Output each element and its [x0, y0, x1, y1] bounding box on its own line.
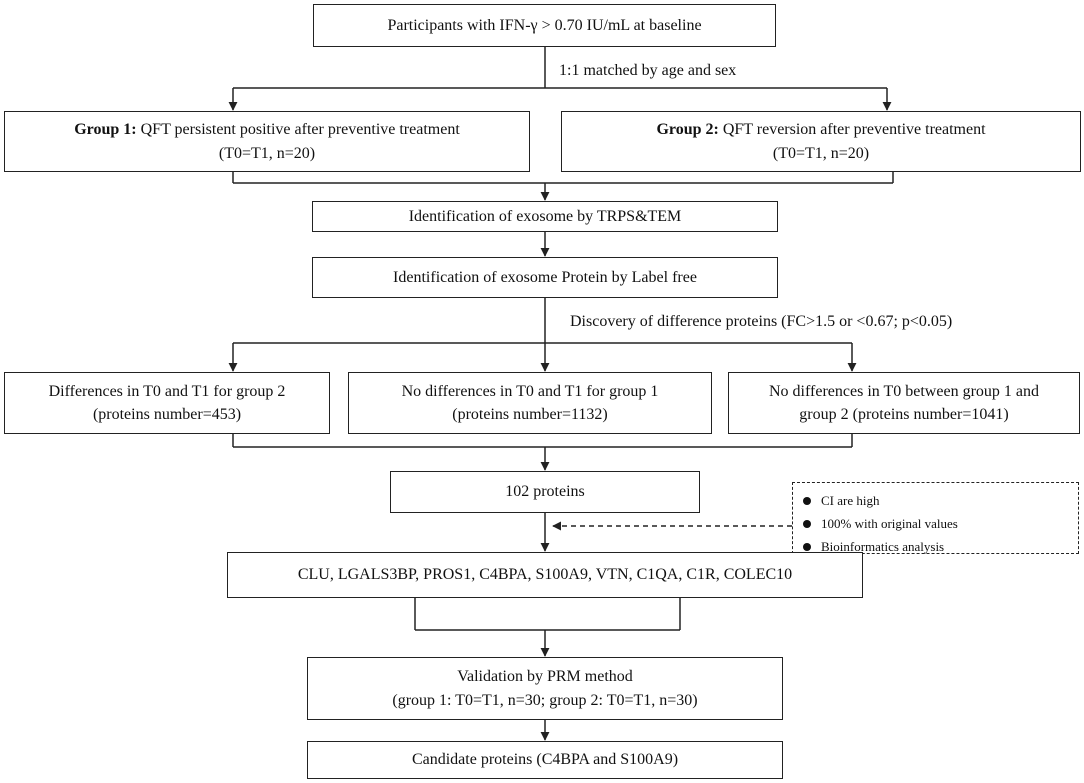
- criterion-item: 100% with original values: [803, 512, 1078, 535]
- exosome-identification-text: Identification of exosome by TRPS&TEM: [408, 207, 682, 225]
- criteria-box: CI are high 100% with original values Bi…: [792, 482, 1079, 554]
- comparison-box-1: Differences in T0 and T1 for group 2 (pr…: [4, 372, 330, 434]
- comparison-box-2: No differences in T0 and T1 for group 1 …: [348, 372, 712, 434]
- validation-line2: (group 1: T0=T1, n=30; group 2: T0=T1, n…: [392, 691, 698, 709]
- exosome-identification-box: Identification of exosome by TRPS&TEM: [312, 201, 778, 232]
- protein-identification-text: Identification of exosome Protein by Lab…: [393, 268, 697, 286]
- criterion-item: CI are high: [803, 489, 1078, 512]
- group1-label: Group 1:: [74, 121, 137, 139]
- baseline-text: Participants with IFN-γ > 0.70 IU/mL at …: [387, 16, 702, 34]
- shortlist-text: CLU, LGALS3BP, PROS1, C4BPA, S100A9, VTN…: [297, 566, 793, 584]
- validation-line1: Validation by PRM method: [457, 668, 633, 686]
- bullet-icon: [803, 519, 811, 528]
- overlap-text: 102 proteins: [505, 483, 585, 501]
- group1-desc: QFT persistent positive after preventive…: [136, 121, 460, 139]
- baseline-box: Participants with IFN-γ > 0.70 IU/mL at …: [313, 4, 776, 47]
- group2-n: (T0=T1, n=20): [772, 144, 870, 162]
- matching-label: 1:1 matched by age and sex: [559, 62, 737, 79]
- validation-box: Validation by PRM method (group 1: T0=T1…: [307, 657, 783, 720]
- discovery-label: Discovery of difference proteins (FC>1.5…: [570, 313, 953, 330]
- comparison-1-line2: (proteins number=453): [92, 406, 242, 423]
- bullet-icon: [803, 542, 811, 551]
- comparison-3-line1: No differences in T0 between group 1 and: [769, 382, 1039, 400]
- protein-identification-box: Identification of exosome Protein by Lab…: [312, 257, 778, 298]
- group2-box: Group 2: QFT reversion after preventive …: [561, 111, 1081, 172]
- group1-box: Group 1: QFT persistent positive after p…: [4, 111, 530, 172]
- group2-desc: QFT reversion after preventive treatment: [718, 121, 986, 139]
- group1-n: (T0=T1, n=20): [218, 144, 316, 162]
- comparison-2-line2: (proteins number=1132): [452, 406, 608, 423]
- comparison-3-line2: group 2 (proteins number=1041): [799, 406, 1009, 423]
- comparison-box-3: No differences in T0 between group 1 and…: [728, 372, 1080, 434]
- group2-label: Group 2:: [656, 121, 719, 139]
- bullet-icon: [803, 496, 811, 505]
- candidates-text: Candidate proteins (C4BPA and S100A9): [411, 751, 679, 769]
- shortlist-box: CLU, LGALS3BP, PROS1, C4BPA, S100A9, VTN…: [227, 552, 863, 598]
- comparison-1-line1: Differences in T0 and T1 for group 2: [48, 382, 286, 400]
- overlap-box: 102 proteins: [390, 471, 700, 513]
- criterion-item: Bioinformatics analysis: [803, 535, 1078, 558]
- candidates-box: Candidate proteins (C4BPA and S100A9): [307, 741, 783, 779]
- comparison-2-line1: No differences in T0 and T1 for group 1: [401, 382, 659, 400]
